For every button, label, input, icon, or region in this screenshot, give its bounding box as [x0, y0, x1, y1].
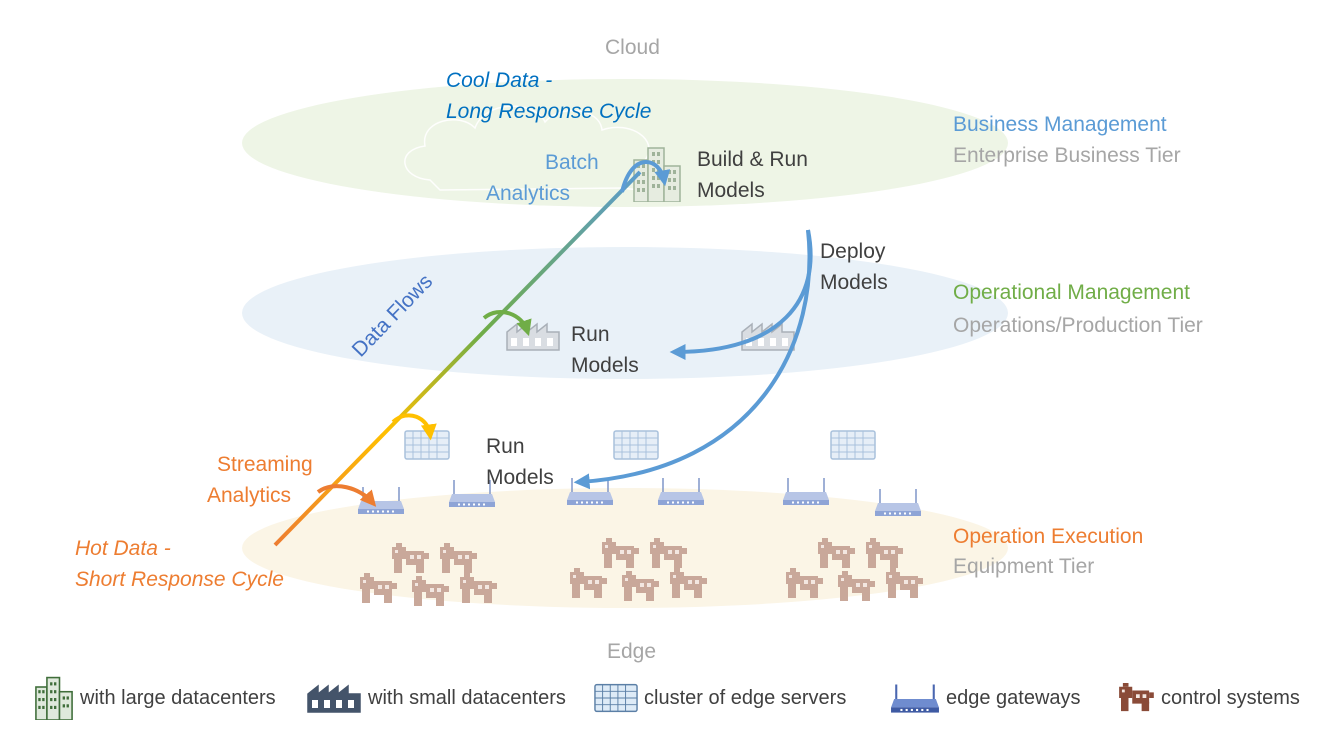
legend-label: control systems: [1161, 686, 1300, 709]
control-system-icon: [1119, 683, 1154, 712]
batch-analytics-label-line2: Analytics: [486, 182, 571, 205]
operation-execution-title: Operation Execution: [953, 525, 1144, 548]
ops-run-models-label-line1: Run: [571, 323, 610, 346]
build-run-models-label-line1: Build & Run: [697, 148, 808, 171]
build-run-models-label-line2: Models: [697, 179, 765, 202]
cool-data-label-line1: Cool Data -: [446, 69, 553, 92]
streaming-analytics-arrow: [316, 484, 377, 507]
legend-label: with small datacenters: [368, 686, 566, 709]
edge-server-cluster-icon: [613, 430, 659, 460]
hot-data-label-line1: Hot Data -: [75, 537, 171, 560]
enterprise-business-tier-subtitle: Enterprise Business Tier: [953, 144, 1181, 167]
cool-data-label-line2: Long Response Cycle: [446, 100, 652, 123]
batch-analytics-arrow: [620, 160, 671, 193]
legend-label: cluster of edge servers: [644, 686, 847, 709]
edge-run-models-label-line2: Models: [486, 466, 554, 489]
operations-production-tier-subtitle: Operations/Production Tier: [953, 314, 1203, 337]
ops-run-models-label-line2: Models: [571, 354, 639, 377]
edge-server-arrow: [391, 413, 437, 441]
legend-item-edge-servers: cluster of edge servers: [594, 676, 846, 720]
operational-management-title: Operational Management: [953, 281, 1190, 304]
small-datacenter-icon: [307, 685, 361, 713]
legend-item-control-systems: control systems: [1117, 676, 1300, 720]
cloud-label: Cloud: [605, 36, 660, 59]
legend-item-small-datacenters: with small datacenters: [306, 676, 566, 720]
edge-server-cluster-icon: [830, 430, 876, 460]
hot-data-label-line2: Short Response Cycle: [75, 568, 284, 591]
edge-gateway-icon: [874, 488, 922, 517]
streaming-analytics-label-line2: Analytics: [207, 484, 292, 507]
edge-server-cluster-icon: [594, 683, 638, 713]
large-datacenter-icon: [35, 676, 73, 720]
deploy-models-label-line2: Models: [820, 271, 888, 294]
edge-label: Edge: [607, 640, 657, 663]
legend-label: with large datacenters: [80, 686, 276, 709]
streaming-analytics-label-line1: Streaming: [217, 453, 313, 476]
ops-run-arrow: [482, 310, 532, 337]
edge-gateway-icon: [782, 477, 830, 506]
edge-run-models-label-line1: Run: [486, 435, 525, 458]
edge-server-cluster-icon: [404, 430, 450, 460]
business-management-title: Business Management: [953, 113, 1167, 136]
operations-tier-background: [242, 247, 1008, 379]
deploy-to-edge-arrow: [573, 229, 812, 490]
batch-analytics-label-line1: Batch: [545, 151, 599, 174]
legend-item-large-datacenters: with large datacenters: [34, 676, 276, 720]
legend-label: edge gateways: [946, 686, 1081, 709]
edge-gateway-icon: [890, 683, 940, 714]
equipment-tier-subtitle: Equipment Tier: [953, 555, 1095, 578]
data-flow-line: [273, 170, 642, 547]
legend-item-edge-gateways: edge gateways: [890, 676, 1081, 720]
deploy-models-label-line1: Deploy: [820, 240, 886, 263]
